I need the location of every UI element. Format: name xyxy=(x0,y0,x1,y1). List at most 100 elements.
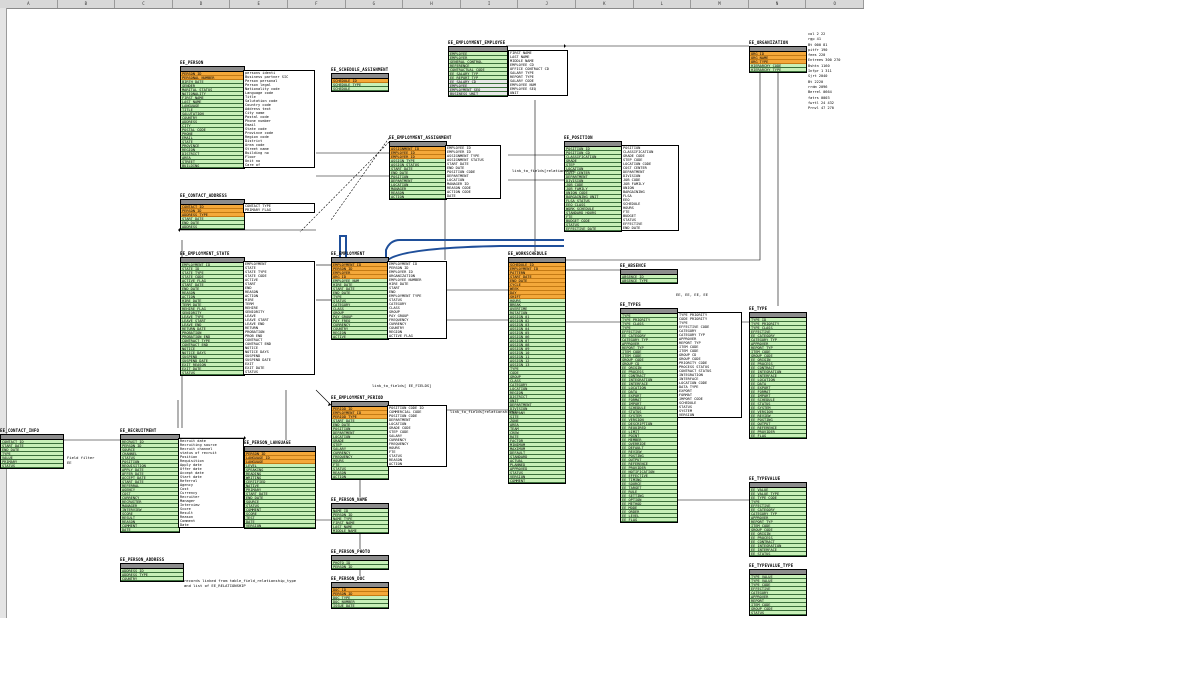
attribute-row: EE_SALARY_TYP xyxy=(449,72,507,76)
attribute-row: REASON xyxy=(181,291,244,295)
attribute-row: REHIRE FLAG xyxy=(181,307,244,311)
attribute-row: SCORE xyxy=(121,512,179,516)
attribute-row: ASSIGN 08 xyxy=(509,343,565,347)
attribute-row: PHONE xyxy=(181,132,244,136)
entity-title: EE_TYPEVALUE_TYPE xyxy=(749,563,794,568)
attribute-row: CREW xyxy=(509,431,565,435)
entity-header-bar xyxy=(1,435,63,440)
attribute-row: CATEGORY TYP xyxy=(750,338,806,342)
attribute-row: ACCEPT DATE xyxy=(121,476,179,480)
description-cell: NOTICE DAYS xyxy=(245,350,269,354)
entity-header-bar xyxy=(750,570,806,575)
attribute-row: LOCATION xyxy=(332,435,388,439)
attribute-row: ABSENCE TYPE xyxy=(621,279,677,283)
attribute-row: PHOTO ID xyxy=(332,561,388,565)
column-header-o[interactable]: O xyxy=(806,0,864,8)
column-header-l[interactable]: L xyxy=(634,0,692,8)
entity-header-bar xyxy=(750,313,806,318)
entity-title: EE_PERSON xyxy=(180,60,204,65)
attribute-row: EE REFERENCE xyxy=(621,462,677,466)
attribute-row: START DATE xyxy=(332,419,388,423)
attribute-row: REPORT xyxy=(750,599,806,603)
key-attribute-row: ORG ID xyxy=(332,275,388,279)
attribute-row: DEPARTMENT xyxy=(509,403,565,407)
description-cell: Floor xyxy=(245,155,256,159)
attribute-row: ITEM CODE xyxy=(621,350,677,354)
key-attribute-row: SHIFT xyxy=(509,295,565,299)
attribute-row: SITE xyxy=(509,415,565,419)
column-header-j[interactable]: J xyxy=(518,0,576,8)
description-cell: FREQUENCY xyxy=(389,318,409,322)
description-cell: Accept date xyxy=(180,471,204,475)
attribute-row: EE OPTION xyxy=(621,498,677,502)
description-cell: EMPLOYER ID xyxy=(389,270,413,274)
description-cell: ACTIVE FLAG xyxy=(389,334,413,338)
key-attribute-row: EMPLOYEE ID xyxy=(390,151,446,155)
column-header-f[interactable]: F xyxy=(288,0,346,8)
attribute-row: GRADE xyxy=(565,159,621,163)
description-cell: GROUP xyxy=(389,310,400,314)
column-header-b[interactable]: B xyxy=(58,0,116,8)
description-cell: END DATE xyxy=(447,166,465,170)
description-cell: SALARY TYPE xyxy=(510,71,534,75)
key-attribute-row: ORG TYPE xyxy=(750,60,806,64)
column-header-d[interactable]: D xyxy=(173,0,231,8)
description-cell: END DATE xyxy=(623,226,641,230)
description-cell: Interview xyxy=(180,503,200,507)
attribute-row: EE PROVIDER xyxy=(621,466,677,470)
relationship-annotation: link_to_fields[relationship] xyxy=(512,168,577,173)
attribute-row: EE SOURCE xyxy=(621,482,677,486)
attribute-row: EE INTERFACE xyxy=(621,382,677,386)
attribute-row: RETURN DATE xyxy=(181,327,244,331)
attribute-row: REGION xyxy=(181,148,244,152)
column-header-c[interactable]: C xyxy=(115,0,173,8)
attribute-row: CATEGORY xyxy=(509,383,565,387)
column-header-n[interactable]: N xyxy=(749,0,807,8)
description-cell: HOURS xyxy=(389,446,400,450)
column-header-i[interactable]: I xyxy=(461,0,519,8)
description-cell: REASON xyxy=(245,290,258,294)
column-header-k[interactable]: K xyxy=(576,0,634,8)
key-attribute-row: START DATE xyxy=(509,275,565,279)
legend-entry: pitfr 190 xyxy=(808,47,828,52)
description-cell: Apply date xyxy=(180,463,202,467)
attribute-row: START DATE xyxy=(1,444,63,448)
description-cell: BUDGET xyxy=(623,214,636,218)
entity-title: EE_TYPE xyxy=(749,306,768,311)
column-header-h[interactable]: H xyxy=(403,0,461,8)
attribute-row: EE INTEGRATION xyxy=(621,378,677,382)
attribute-row: EMPLOYMENT SEQ xyxy=(449,88,507,92)
attribute-row: ASSIGN 09 xyxy=(509,347,565,351)
column-header-e[interactable]: E xyxy=(230,0,288,8)
attribute-row: EE EFFECTIVE xyxy=(621,474,677,478)
description-cell: CLASSIFICATION xyxy=(623,150,654,154)
attribute-row: HIERARCHY CODE xyxy=(750,64,806,68)
key-attribute-row: PERIOD ID xyxy=(332,407,388,411)
description-cell: TYPE PRIORITY xyxy=(679,313,708,317)
description-cell: PROB END xyxy=(245,334,263,338)
attribute-row: RECRUIT ID xyxy=(121,440,179,444)
entity-header-bar xyxy=(390,142,446,147)
attribute-row: STATUS xyxy=(750,611,806,615)
attribute-row: TYPE CODE xyxy=(750,583,806,587)
description-cell: LOCATION CODE xyxy=(623,162,652,166)
description-cell: PROBATION xyxy=(245,330,265,334)
attribute-row: DEPARTMENT xyxy=(565,175,621,179)
attribute-row: CATEGORY xyxy=(750,591,806,595)
attribute-row: REASON xyxy=(390,191,446,195)
column-header-g[interactable]: G xyxy=(346,0,404,8)
key-attribute-row: PATTERN xyxy=(509,271,565,275)
attribute-row: EE CONTRACT xyxy=(750,540,806,544)
attribute-row: WRITING xyxy=(245,476,315,480)
column-header-m[interactable]: M xyxy=(691,0,749,8)
relation-line-highlighted xyxy=(385,239,564,262)
attribute-row: STATUS xyxy=(1,464,63,468)
column-header-a[interactable]: A xyxy=(0,0,58,8)
description-cell: ACTION xyxy=(389,462,402,466)
